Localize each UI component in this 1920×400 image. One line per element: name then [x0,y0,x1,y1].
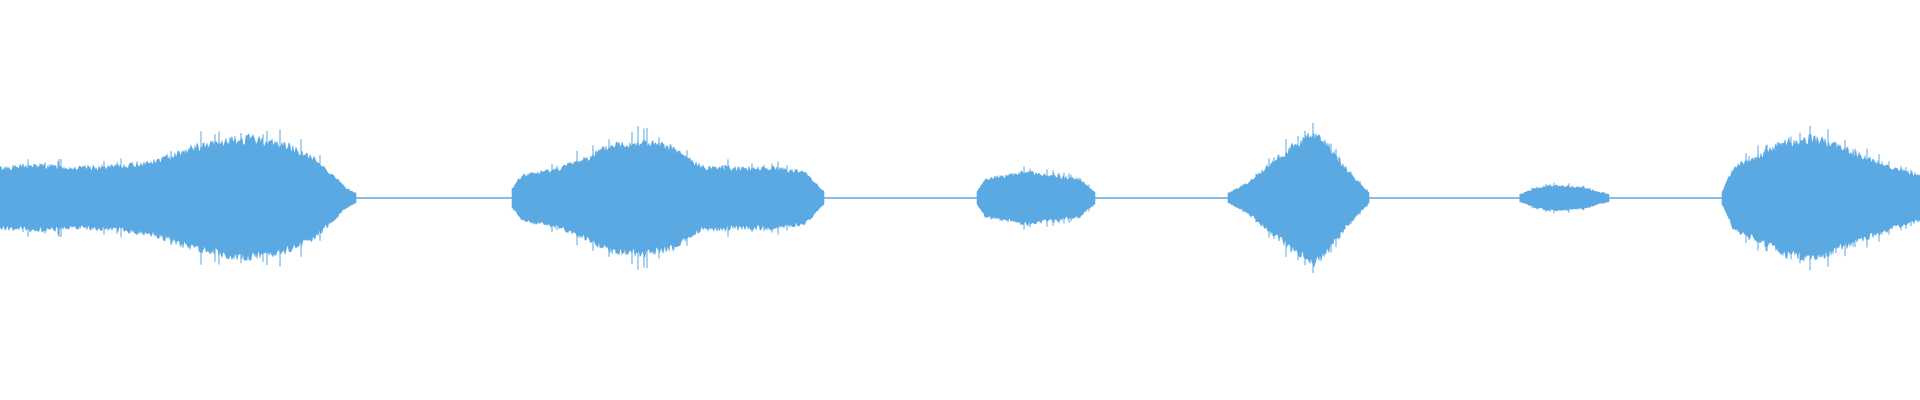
waveform-envelope-segment-2 [511,139,825,258]
waveform-segment-3 [976,166,1096,230]
waveform-envelope-segment-6 [1721,133,1920,262]
waveform-segment-4 [1227,122,1370,274]
waveform-segment-2 [511,126,825,270]
waveform-envelope-segment-3 [976,170,1096,227]
waveform-segment-5 [1519,182,1610,214]
waveform-segment-6 [1721,125,1920,271]
waveform-envelope-segment-1 [0,133,357,262]
waveform-envelope-segment-5 [1519,184,1610,212]
waveform-segment-1 [0,129,357,267]
